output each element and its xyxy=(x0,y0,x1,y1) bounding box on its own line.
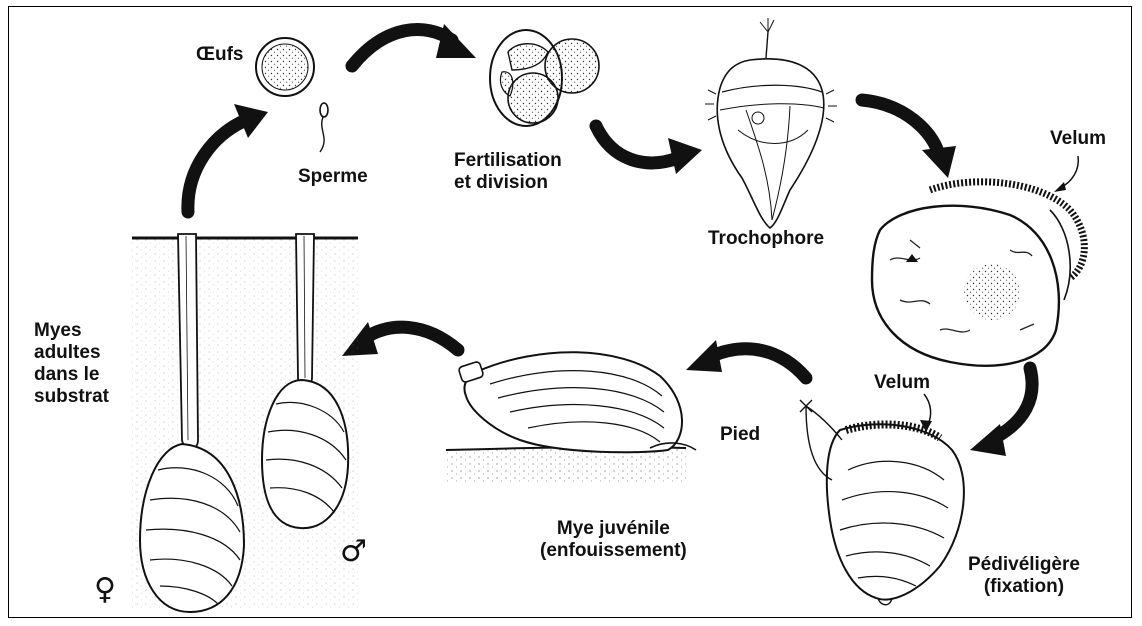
veliger-larva xyxy=(872,182,1084,366)
velum-pointer-top-head xyxy=(1054,182,1066,192)
cycle-arrow-eggs-to-fertilisation xyxy=(352,24,476,66)
label-pediveligere-line2: (fixation) xyxy=(968,576,1080,598)
cycle-arrow-veliger-to-pediveliger xyxy=(970,368,1032,456)
label-fertilisation-line1: Fertilisation xyxy=(454,150,562,172)
male-symbol: ♂ xyxy=(340,534,367,569)
female-symbol: ♀ xyxy=(94,572,116,607)
label-pediveligere: Pédivéligère (fixation) xyxy=(968,554,1080,598)
cycle-arrow-trochophore-to-veliger xyxy=(862,100,956,178)
label-adults-line1: Myes xyxy=(34,320,109,342)
label-trochophore: Trochophore xyxy=(708,228,824,250)
label-juvenile-line1: Mye juvénile xyxy=(540,518,687,540)
label-velum-bottom: Velum xyxy=(874,372,930,394)
label-adults-line4: substrat xyxy=(34,386,109,408)
label-pediveligere-line1: Pédivéligère xyxy=(968,554,1080,576)
cycle-arrow-fertilisation-to-trochophore xyxy=(596,126,702,174)
label-oeufs: Œufs xyxy=(196,44,244,66)
velum-pointer-top xyxy=(1060,156,1078,188)
label-juvenile: Mye juvénile (enfouissement) xyxy=(540,518,687,562)
cycle-arrow-adults-to-eggs xyxy=(188,104,268,212)
label-fertilisation: Fertilisation et division xyxy=(454,150,562,194)
cycle-arrow-pediveliger-to-juvenile xyxy=(686,340,806,378)
label-sperme: Sperme xyxy=(298,166,368,188)
cycle-arrow-juvenile-to-adults xyxy=(342,322,458,356)
label-juvenile-line2: (enfouissement) xyxy=(540,540,687,562)
label-fertilisation-line2: et division xyxy=(454,172,562,194)
pediveliger-larva xyxy=(800,400,964,605)
sperm-cell xyxy=(320,103,328,152)
dividing-cells xyxy=(490,30,599,126)
velum-pointer-bottom xyxy=(924,394,931,424)
label-adults-line3: dans le xyxy=(34,364,109,386)
juvenile-clam xyxy=(446,352,696,482)
label-velum-top: Velum xyxy=(1050,128,1106,150)
label-adults-line2: adultes xyxy=(34,342,109,364)
trochophore-larva xyxy=(705,18,837,228)
label-adults: Myes adultes dans le substrat xyxy=(34,320,109,408)
egg-cell xyxy=(256,38,314,96)
label-pied: Pied xyxy=(720,424,760,446)
adult-clams-substrate xyxy=(132,234,358,612)
